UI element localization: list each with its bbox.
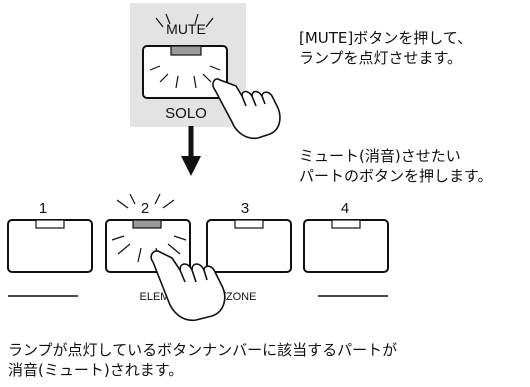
step1-line2: ランプを点灯させます。 <box>299 49 463 67</box>
part2-flash-icon <box>116 193 175 209</box>
part-button-4[interactable] <box>303 219 389 273</box>
part-lamp-3 <box>234 219 264 229</box>
part-number-4: 4 <box>341 200 349 217</box>
lamp-glow-icon <box>149 65 221 89</box>
mute-lamp <box>170 45 202 56</box>
step2-line2: パートのボタンを押します。 <box>299 167 493 185</box>
mute-label: MUTE <box>166 21 206 37</box>
pointing-hand-2-icon <box>150 250 226 322</box>
part-button-1[interactable] <box>7 219 93 273</box>
result-line2: 消音(ミュート)されます。 <box>8 361 184 379</box>
mute-button[interactable] <box>142 45 228 99</box>
part-number-3: 3 <box>241 200 249 217</box>
pointing-hand-icon <box>212 78 281 140</box>
part-lamp-2 <box>132 219 162 229</box>
part-number-1: 1 <box>39 200 47 217</box>
mute-flash-icon <box>155 13 214 28</box>
step2-line1: ミュート(消音)させたい <box>299 147 461 165</box>
part-buttons-group: 1 2 3 4 <box>7 193 389 303</box>
solo-label: SOLO <box>165 105 207 122</box>
part-button-2[interactable] <box>105 219 191 273</box>
down-arrow-icon <box>181 126 201 176</box>
part-lamp-1 <box>35 219 65 229</box>
result-line1: ランプが点灯しているボタンナンバーに該当するパートが <box>8 341 398 359</box>
mute-solo-panel: MUTE SOLO <box>130 3 246 127</box>
part-lamp-4 <box>331 219 361 229</box>
part-number-2: 2 <box>141 200 149 217</box>
step1-line1: [MUTE]ボタンを押して、 <box>299 29 473 47</box>
part-button-3[interactable] <box>206 219 292 273</box>
